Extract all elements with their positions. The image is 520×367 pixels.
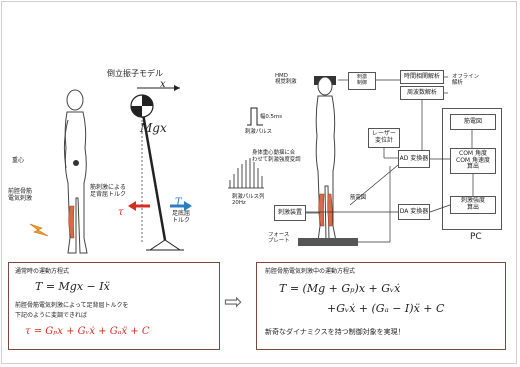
stim-eq-heading: 前脛骨筋電気刺激中の運動方程式 — [265, 268, 356, 275]
mgx-label: Mgx — [140, 121, 167, 135]
pulse-train-label: 刺激パルス列 20Hz — [232, 194, 265, 207]
flow-arrow-icon: ⇨ — [224, 290, 243, 315]
pulse-shape-icon — [247, 107, 263, 126]
body-sway-label: 身体重心動揺に合 わせて刺激強度変調 — [252, 150, 301, 163]
emg-box: 筋電図 — [450, 114, 496, 130]
da-converter-box: DA 変換器 — [398, 204, 430, 220]
conclusion-text: 新奇なダイナミクスを持つ制御対象を実現！ — [265, 328, 405, 336]
width-label: 幅0.5ms — [260, 114, 283, 120]
normal-equation: T = Mgx − Iẍ — [35, 280, 110, 293]
pulse-label: 刺激パルス — [245, 129, 272, 135]
force-plate — [298, 238, 358, 246]
ankle-torque-label: 足底屈 トルク — [172, 210, 191, 225]
offline-label: オフライン 解析 — [452, 74, 479, 87]
freq-box: 周波数解析 — [400, 86, 444, 100]
pendulum-diagram — [128, 85, 192, 251]
time-corr-box: 時間相関解析 — [400, 70, 444, 84]
tau-equation: τ = Gₚx + Gᵥẋ + Gₐẍ + C — [25, 326, 150, 337]
torque-T-label: T — [175, 197, 182, 208]
x-label: x — [160, 79, 166, 90]
stim-equation-box: 前脛骨筋電気刺激中の運動方程式 T = (Mg + Gₚ)x + Gᵥẋ +Gᵥ… — [256, 262, 506, 350]
laser-box: レーザー 変位計 — [368, 128, 400, 148]
force-plate-label: フォース プレート — [268, 232, 290, 245]
human-silhouette-left — [63, 89, 88, 254]
pulse-train-icon — [228, 158, 264, 189]
stim-equation-2: +Gᵥẋ + (Gₐ − I)ẍ + C — [327, 302, 445, 315]
stim-torque-label: 筋刺激による 足背屈トルク — [90, 184, 127, 199]
lightning-icon — [29, 223, 49, 237]
ad-converter-box: AD 変換器 — [398, 150, 430, 168]
modulation-text-2: 下記のように変調できれば — [15, 312, 88, 319]
com-label: 重心 — [12, 157, 25, 164]
stim-calc-box: 刺激強度 算出 — [450, 196, 496, 214]
stim-equation-1: T = (Mg + Gₚ)x + Gᵥẋ — [279, 282, 401, 295]
blind-control-box: 刺激 制御 — [348, 72, 376, 90]
stim-label: 前脛骨筋 電気刺激 — [8, 188, 33, 203]
com-calc-box: COM 角度 COM 角速度 算出 — [450, 148, 496, 174]
pc-frame — [442, 108, 502, 230]
normal-eq-heading: 通常時の運動方程式 — [15, 268, 70, 275]
pc-label: PC — [470, 232, 482, 242]
hmd-label: HMD 視覚刺激 — [275, 73, 297, 86]
normal-equation-box: 通常時の運動方程式 T = Mgx − Iẍ 前脛骨筋電気刺激によって足背屈トル… — [8, 262, 220, 350]
modulation-text-1: 前脛骨筋電気刺激によって足背屈トルクを — [15, 302, 129, 309]
stim-device-box: 刺激装置 — [274, 205, 306, 221]
tau-label: τ — [118, 207, 124, 218]
pendulum-title: 倒立振子モデル — [107, 69, 163, 78]
human-silhouette-right — [314, 76, 337, 242]
